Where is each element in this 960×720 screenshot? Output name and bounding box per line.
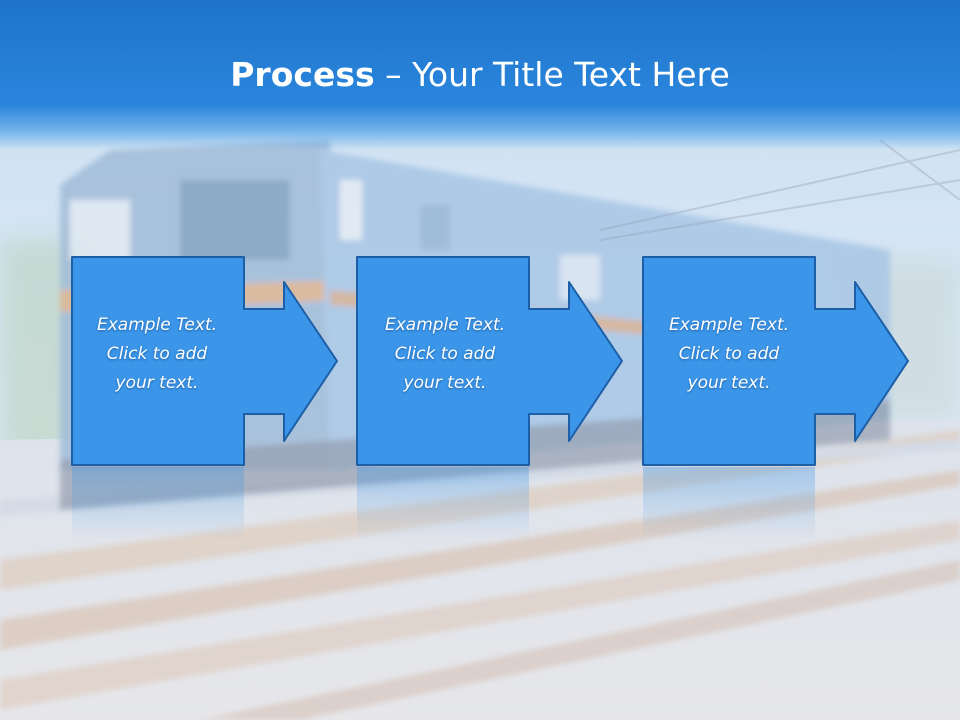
process-step-3[interactable] (642, 256, 909, 540)
process-step-3-text-line1: Example Text. (668, 315, 790, 335)
process-step-2[interactable] (356, 256, 623, 540)
process-step-3-reflection (643, 467, 815, 540)
process-step-2-text-line2: Click to add (394, 344, 496, 364)
title-band (0, 0, 960, 150)
process-step-1-text-line1: Example Text. (96, 315, 218, 335)
process-step-2-text[interactable]: Example Text. Click to add your text. (358, 311, 532, 398)
process-step-1[interactable] (71, 256, 338, 540)
process-step-2-text-line3: your text. (403, 373, 487, 393)
process-step-2-arrow-shape (356, 256, 623, 466)
title-bold-text: Process (230, 55, 375, 94)
process-step-2-text-line1: Example Text. (384, 315, 506, 335)
process-step-2-reflection (357, 467, 529, 540)
slide-title[interactable]: Process – Your Title Text Here (0, 52, 960, 98)
process-step-1-reflection (72, 467, 244, 540)
process-step-1-text[interactable]: Example Text. Click to add your text. (70, 311, 244, 398)
process-step-1-arrow-shape (71, 256, 338, 466)
process-step-3-text-line2: Click to add (678, 344, 780, 364)
process-step-1-text-line3: your text. (115, 373, 199, 393)
process-step-1-text-line2: Click to add (106, 344, 208, 364)
process-step-3-text-line3: your text. (687, 373, 771, 393)
process-step-3-arrow-shape (642, 256, 909, 466)
title-rest-text: – Your Title Text Here (385, 55, 730, 94)
process-step-3-text[interactable]: Example Text. Click to add your text. (642, 311, 816, 398)
